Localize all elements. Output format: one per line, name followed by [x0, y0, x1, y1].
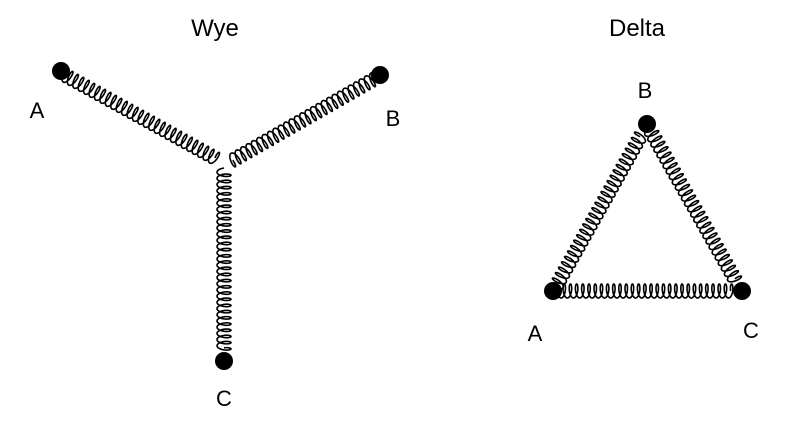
delta-spring-ab	[551, 131, 647, 290]
wye-network: Wye A B C	[30, 15, 401, 411]
delta-title: Delta	[609, 15, 666, 42]
delta-label-c: C	[743, 318, 759, 343]
wye-node-b	[371, 66, 389, 84]
delta-network: Delta B A C	[528, 15, 759, 346]
wye-spring-c	[216, 167, 232, 351]
delta-spring-bc	[643, 127, 743, 283]
wye-label-c: C	[216, 386, 232, 411]
wye-node-a	[52, 62, 70, 80]
springs	[61, 70, 743, 351]
wye-title: Wye	[191, 15, 239, 42]
wye-label-a: A	[30, 98, 45, 123]
delta-node-c	[733, 282, 751, 300]
wye-spring-b	[229, 71, 379, 168]
wye-node-c	[215, 352, 233, 370]
delta-label-b: B	[638, 78, 653, 103]
wye-spring-a	[61, 70, 221, 165]
wye-label-b: B	[386, 106, 401, 131]
delta-label-a: A	[528, 321, 543, 346]
delta-node-a	[544, 282, 562, 300]
delta-spring-ac	[556, 283, 734, 299]
delta-node-b	[638, 115, 656, 133]
